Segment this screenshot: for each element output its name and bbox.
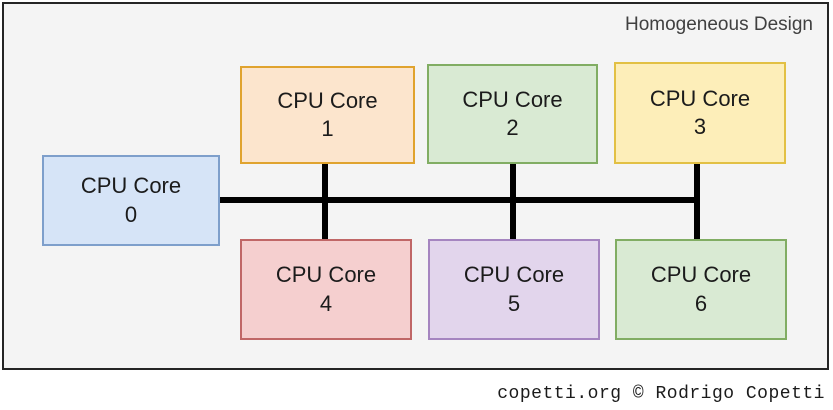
cpu-core-6-number: 6: [694, 290, 708, 316]
cpu-core-5[interactable]: CPU Core 5: [428, 239, 600, 340]
cpu-core-6[interactable]: CPU Core 6: [615, 239, 787, 340]
cpu-core-1[interactable]: CPU Core 1: [240, 66, 415, 164]
interconnect-bus-vertical-1: [322, 163, 328, 241]
cpu-core-2-label: CPU Core: [462, 86, 563, 112]
cpu-core-0-number: 0: [124, 201, 138, 227]
cpu-core-5-label: CPU Core: [463, 262, 565, 288]
cpu-core-4-label: CPU Core: [275, 262, 377, 288]
cpu-core-2[interactable]: CPU Core 2: [427, 64, 598, 164]
cpu-core-3[interactable]: CPU Core 3: [614, 62, 786, 164]
cpu-core-0-label: CPU Core: [80, 173, 182, 199]
cpu-core-5-number: 5: [507, 290, 521, 316]
interconnect-bus-vertical-3: [694, 163, 700, 241]
cpu-core-3-number: 3: [693, 114, 707, 139]
cpu-core-2-number: 2: [506, 115, 519, 140]
cpu-core-4[interactable]: CPU Core 4: [240, 239, 412, 340]
cpu-core-3-label: CPU Core: [649, 85, 751, 111]
cpu-core-1-number: 1: [321, 116, 334, 141]
attribution-footer: copetti.org © Rodrigo Copetti: [497, 384, 825, 404]
cpu-core-4-number: 4: [319, 290, 333, 316]
interconnect-bus-vertical-2: [510, 163, 516, 241]
cpu-core-1-label: CPU Core: [277, 87, 378, 113]
cpu-core-0[interactable]: CPU Core 0: [42, 155, 220, 246]
cpu-core-6-label: CPU Core: [650, 262, 752, 288]
diagram-title: Homogeneous Design: [624, 14, 813, 35]
interconnect-bus-horizontal: [220, 197, 700, 203]
